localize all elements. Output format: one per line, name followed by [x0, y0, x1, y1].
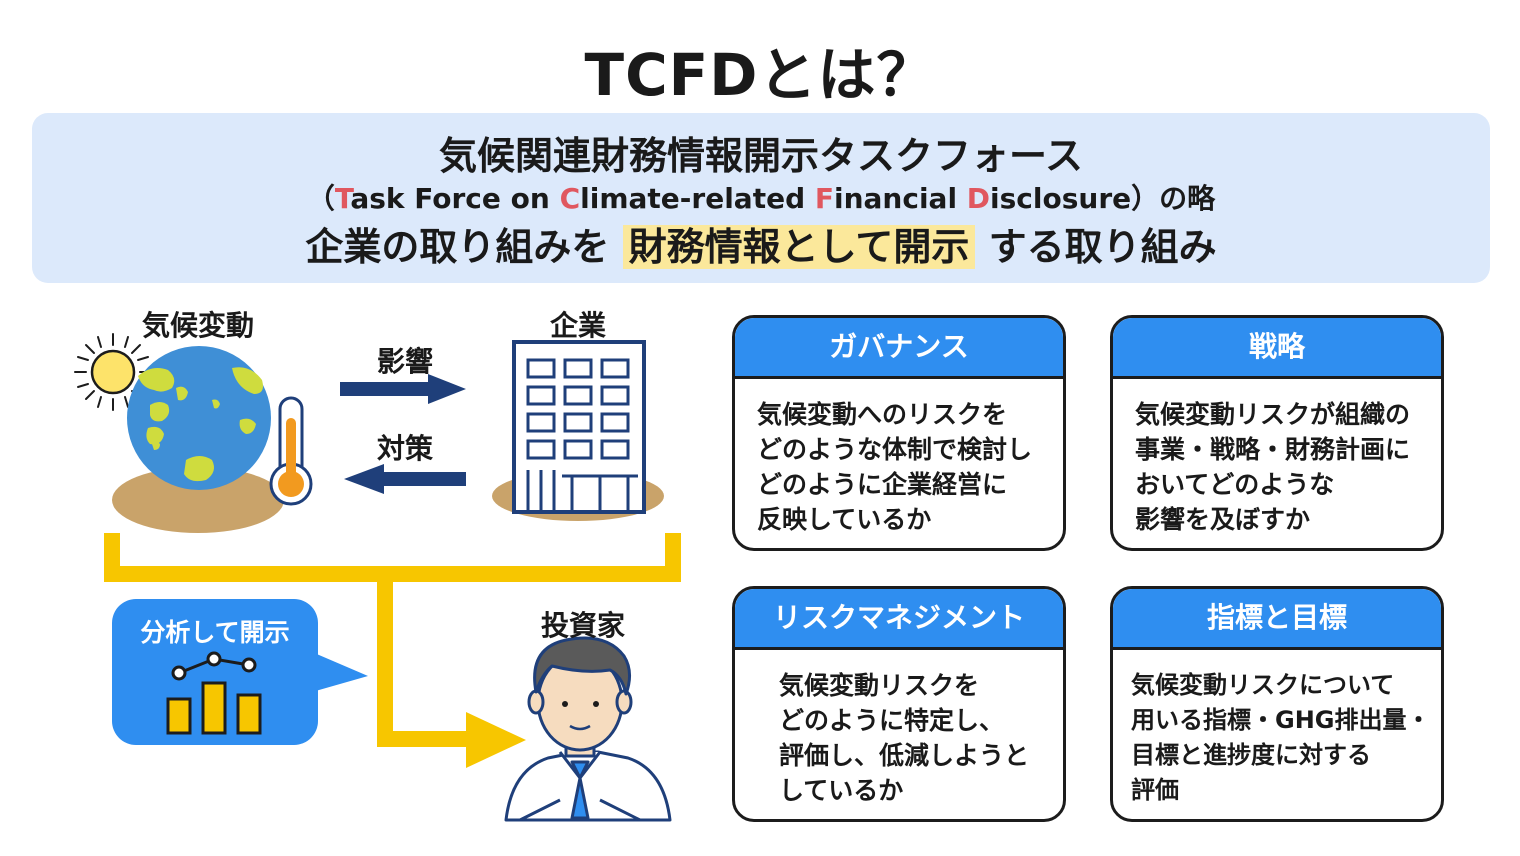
- card-strategy-body: 気候変動リスクが組織の 事業・戦略・財務計画に おいてどのような 影響を及ぼすか: [1113, 379, 1441, 537]
- card-metrics-targets-body: 気候変動リスクについて 用いる指標・GHG排出量・ 目標と進捗度に対する 評価: [1113, 650, 1441, 808]
- card-line: 評価: [1131, 776, 1179, 804]
- disclosure-bubble: 分析して開示: [112, 599, 318, 745]
- definition-banner: 気候関連財務情報開示タスクフォース （Task Force on Climate…: [32, 113, 1490, 283]
- earth-icon: [127, 346, 271, 490]
- investor-label: 投資家: [540, 609, 625, 642]
- banner-full-name: 気候関連財務情報開示タスクフォース: [438, 134, 1084, 178]
- card-governance-body: 気候変動へのリスクを どのような体制で検討し どのように企業経営に 反映している…: [735, 379, 1063, 537]
- word-disclosure: isclosure）の略: [990, 182, 1216, 215]
- card-line: どのように企業経営に: [757, 470, 1008, 499]
- company-label: 企業: [549, 309, 606, 342]
- card-line: 事業・戦略・財務計画に: [1135, 435, 1411, 464]
- acronym-letter-t: T: [334, 182, 351, 215]
- bar-chart-icon: [166, 651, 262, 735]
- card-governance-header: ガバナンス: [735, 318, 1063, 379]
- acronym-letter-f: F: [814, 182, 834, 215]
- card-metrics-targets: 指標と目標 気候変動リスクについて 用いる指標・GHG排出量・ 目標と進捗度に対…: [1110, 586, 1444, 822]
- investor-icon: [504, 636, 672, 822]
- summary-after: する取り組み: [988, 225, 1217, 269]
- card-line: 影響を及ぼすか: [1135, 505, 1311, 534]
- acronym-letter-c: C: [559, 182, 581, 215]
- card-governance: ガバナンス 気候変動へのリスクを どのような体制で検討し どのように企業経営に …: [732, 315, 1066, 551]
- word-climate-related: limate-related: [580, 182, 815, 215]
- influence-arrow: [340, 374, 466, 404]
- card-line: しているか: [779, 776, 904, 805]
- card-line: どのように特定し、: [779, 706, 1005, 735]
- paren-open: （: [306, 182, 335, 215]
- card-strategy: 戦略 気候変動リスクが組織の 事業・戦略・財務計画に おいてどのような 影響を及…: [1110, 315, 1444, 551]
- banner-english-name: （Task Force on Climate-related Financial…: [32, 177, 1490, 217]
- building-icon: [512, 340, 646, 514]
- page-title: TCFDとは？: [584, 41, 936, 109]
- summary-before: 企業の取り組みを: [305, 225, 610, 269]
- bubble-label: 分析して開示: [140, 618, 290, 647]
- card-line: 気候変動リスクが組織の: [1135, 400, 1411, 429]
- card-line: 目標と進捗度に対する: [1131, 741, 1371, 769]
- summary-highlight: 財務情報として開示: [622, 225, 976, 269]
- word-financial: inancial: [834, 182, 967, 215]
- card-risk-management: リスクマネジメント 気候変動リスクを どのように特定し、 評価し、低減しようと …: [732, 586, 1066, 822]
- earth-ground: [112, 467, 284, 533]
- connector-lines: [104, 533, 681, 747]
- card-line: 気候変動リスクについて: [1131, 671, 1395, 699]
- thermometer-icon: [269, 396, 313, 506]
- word-task-force-on: ask Force on: [350, 182, 560, 215]
- card-line: おいてどのような: [1135, 470, 1335, 499]
- card-line: 気候変動リスクを: [779, 671, 980, 700]
- card-strategy-header: 戦略: [1113, 318, 1441, 379]
- card-line: 用いる指標・GHG排出量・: [1131, 706, 1431, 734]
- card-risk-management-header: リスクマネジメント: [735, 589, 1063, 650]
- influence-label: 影響: [376, 345, 433, 378]
- measures-label: 対策: [376, 432, 433, 465]
- bubble-tail: [312, 652, 368, 692]
- climate-change-label: 気候変動: [141, 309, 254, 342]
- acronym-letter-d: D: [966, 182, 991, 215]
- card-line: 気候変動へのリスクを: [757, 400, 1008, 429]
- card-line: どのような体制で検討し: [757, 435, 1033, 464]
- card-metrics-targets-header: 指標と目標: [1113, 589, 1441, 650]
- measures-arrow: [344, 464, 466, 494]
- card-line: 評価し、低減しようと: [779, 741, 1030, 770]
- connector-arrowhead: [466, 712, 526, 768]
- card-risk-management-body: 気候変動リスクを どのように特定し、 評価し、低減しようと しているか: [735, 650, 1063, 808]
- card-line: 反映しているか: [757, 505, 932, 534]
- banner-summary: 企業の取り組みを 財務情報として開示 する取り組み: [32, 216, 1490, 271]
